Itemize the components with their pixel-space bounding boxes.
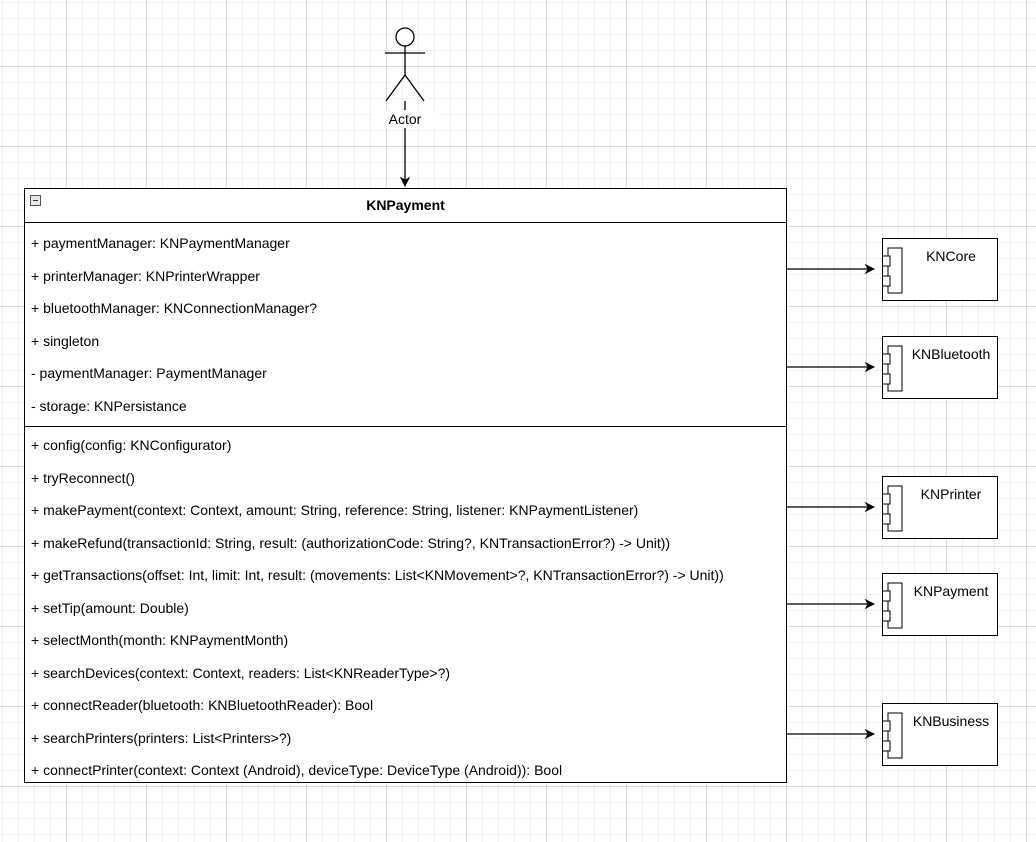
actor-head <box>395 27 415 47</box>
method-select-month[interactable]: + selectMonth(month: KNPaymentMonth) <box>31 632 289 648</box>
method-try-reconnect[interactable]: + tryReconnect() <box>31 469 135 486</box>
attribute-bluetooth-manager[interactable]: + bluetoothManager: KNConnectionManager? <box>31 300 318 316</box>
component-icon <box>883 247 903 294</box>
method-search-printers[interactable]: + searchPrinters(printers: List<Printers… <box>31 729 292 746</box>
method-get-transactions[interactable]: + getTransactions(offset: Int, limit: In… <box>31 567 724 583</box>
attribute-private-payment-manager[interactable]: - paymentManager: PaymentManager <box>31 365 267 381</box>
method-search-devices[interactable]: + searchDevices(context: Context, reader… <box>31 664 451 681</box>
attribute-payment-manager[interactable]: + paymentManager: KNPaymentManager <box>31 235 290 251</box>
class-methods: + config(config: KNConfigurator) + tryRe… <box>25 427 786 787</box>
method-connect-printer[interactable]: + connectPrinter(context: Context (Andro… <box>31 762 563 778</box>
class-header[interactable]: KNPayment <box>25 189 786 223</box>
attribute-storage[interactable]: - storage: KNPersistance <box>31 397 187 414</box>
class-knpayment[interactable]: KNPayment + paymentManager: KNPaymentMan… <box>24 188 787 783</box>
method-connect-reader[interactable]: + connectReader(bluetooth: KNBluetoothRe… <box>31 697 374 713</box>
actor-right-leg <box>404 74 425 102</box>
component-name: KNPrinter <box>920 486 982 502</box>
component-icon <box>883 582 903 629</box>
actor-figure[interactable] <box>385 27 425 102</box>
attribute-singleton[interactable]: + singleton <box>31 332 100 349</box>
component-icon <box>883 485 903 532</box>
actor-left-leg <box>385 74 406 102</box>
method-make-refund[interactable]: + makeRefund(transactionId: String, resu… <box>31 534 671 551</box>
component-kncore[interactable]: KNCore <box>882 238 998 301</box>
component-name: KNCore <box>926 248 976 264</box>
method-set-tip[interactable]: + setTip(amount: Double) <box>31 599 189 616</box>
component-name: KNPayment <box>913 583 989 599</box>
actor-label: Actor <box>372 110 438 128</box>
component-knprinter[interactable]: KNPrinter <box>882 476 998 539</box>
collapse-toggle-icon[interactable] <box>30 195 41 206</box>
class-title: KNPayment <box>366 197 445 213</box>
class-attributes: + paymentManager: KNPaymentManager + pri… <box>25 223 786 427</box>
component-knbusiness[interactable]: KNBusiness <box>882 703 998 766</box>
component-knpayment[interactable]: KNPayment <box>882 573 998 636</box>
attribute-printer-manager[interactable]: + printerManager: KNPrinterWrapper <box>31 267 260 284</box>
method-config[interactable]: + config(config: KNConfigurator) <box>31 437 232 453</box>
component-name: KNBluetooth <box>911 346 991 362</box>
component-icon <box>883 712 903 759</box>
component-name: KNBusiness <box>912 713 990 729</box>
component-icon <box>883 345 903 392</box>
method-make-payment[interactable]: + makePayment(context: Context, amount: … <box>31 502 639 518</box>
component-knbluetooth[interactable]: KNBluetooth <box>882 336 998 399</box>
